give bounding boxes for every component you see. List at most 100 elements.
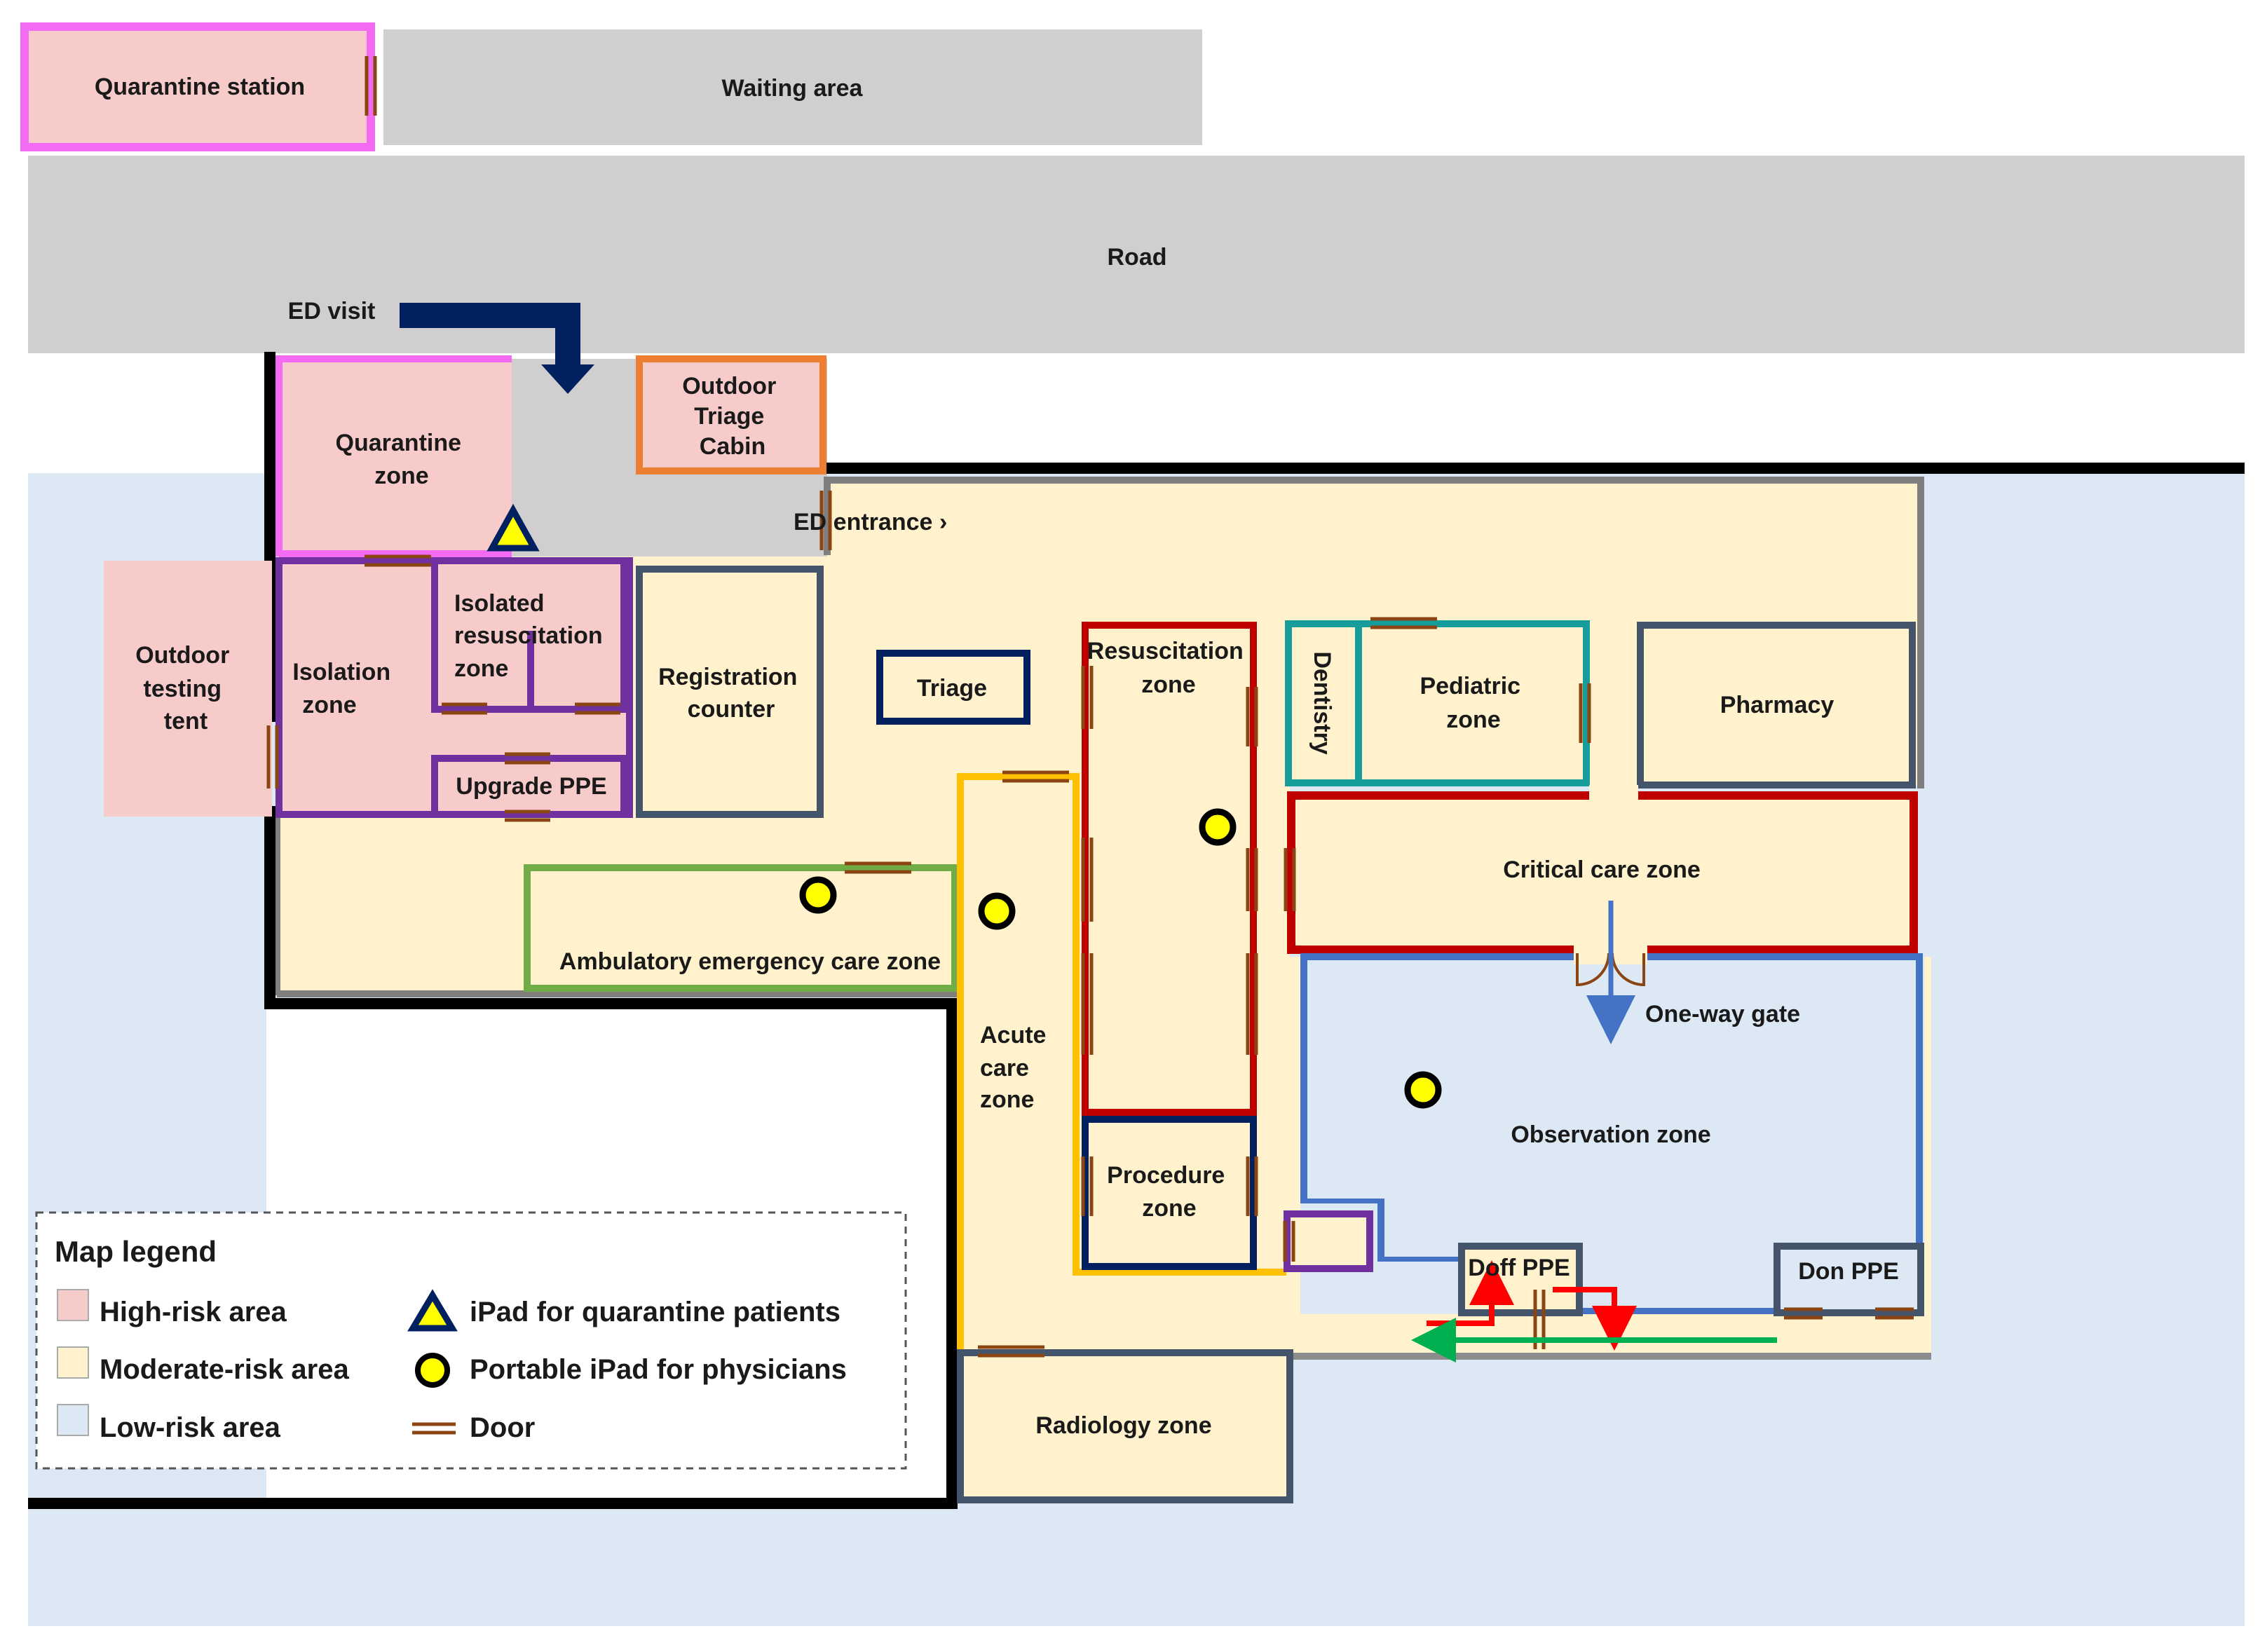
quarantine-station — [20, 22, 375, 151]
door[interactable] — [1246, 687, 1258, 746]
legend-frame — [35, 1211, 907, 1470]
door[interactable] — [505, 810, 550, 822]
quarantine-station-label: Quarantine station — [95, 74, 305, 100]
dentistry-label: Dentistry — [1309, 651, 1335, 754]
legend-ipad-quarantine-label: iPad for quarantine patients — [470, 1297, 840, 1327]
door[interactable] — [1284, 848, 1296, 911]
outdoor-triage-cabin — [636, 355, 826, 475]
critical-care-zone — [1287, 791, 1918, 954]
acute-care-zone-label: Acute care zone — [980, 1022, 1053, 1113]
ed-inner-wall — [824, 477, 1924, 789]
radiology-zone-label: Radiology zone — [1035, 1412, 1211, 1439]
door[interactable] — [1579, 683, 1591, 743]
door[interactable] — [1081, 838, 1094, 922]
road — [28, 156, 2245, 353]
small-purple-room — [1284, 1210, 1373, 1272]
ipad-quarantine-icon — [486, 503, 540, 552]
critical-care-zone-label: Critical care zone — [1503, 856, 1701, 883]
legend-title: Map legend — [55, 1235, 217, 1268]
ed-entrance-arrowhead: › — [939, 509, 947, 535]
registration-counter-label: Registration counter — [658, 664, 804, 723]
observation-zone-label: Observation zone — [1511, 1121, 1710, 1148]
legend-swatch-low-risk — [57, 1404, 89, 1436]
door[interactable] — [1081, 1156, 1094, 1216]
door[interactable] — [505, 752, 550, 765]
portable-ipad-icon — [1199, 808, 1237, 846]
door[interactable] — [442, 702, 487, 715]
outer-black-wall-lower — [28, 806, 958, 1509]
door[interactable] — [365, 554, 431, 567]
portable-ipad-icon — [799, 876, 837, 914]
pediatric-zone — [1355, 620, 1590, 786]
door[interactable] — [1002, 770, 1069, 783]
door[interactable] — [819, 491, 832, 550]
legend-circle-icon — [415, 1353, 450, 1388]
door[interactable] — [845, 861, 911, 874]
triage-box — [876, 650, 1030, 725]
legend-portable-ipad-label: Portable iPad for physicians — [470, 1354, 847, 1385]
door[interactable] — [1246, 1156, 1258, 1216]
isolation-zone-label: Isolation zone — [292, 659, 397, 718]
don-ppe-label: Don PPE — [1798, 1258, 1899, 1285]
door[interactable] — [1370, 617, 1437, 629]
legend-door-label: Door — [470, 1412, 535, 1443]
door[interactable] — [365, 56, 377, 116]
doff-ppe-label: Doff PPE — [1468, 1255, 1570, 1281]
radiology-zone — [957, 1349, 1293, 1503]
ed-visit-arrow — [400, 303, 594, 394]
door[interactable] — [266, 725, 279, 789]
one-way-gate[interactable] — [1574, 901, 1647, 1044]
legend-swatch-moderate-risk — [57, 1346, 89, 1379]
don-ppe-room — [1774, 1243, 1924, 1316]
map-legend: Map legend High-risk area Moderate-risk … — [35, 1211, 907, 1470]
upgrade-ppe-label: Upgrade PPE — [456, 773, 606, 800]
door[interactable] — [1246, 953, 1258, 1055]
door[interactable] — [1283, 1221, 1295, 1262]
portable-ipad-icon — [978, 892, 1016, 930]
ed-entrance-label: ED entrance — [794, 509, 932, 535]
ed-visit-label: ED visit — [288, 298, 376, 325]
pediatric-zone-label: Pediatric zone — [1420, 673, 1527, 733]
legend-door-icon — [412, 1422, 456, 1435]
outdoor-testing-tent-label: Outdoor testing tent — [135, 642, 236, 735]
road-label: Road — [1108, 244, 1167, 271]
acute-care-zone-border — [957, 773, 1286, 1353]
doors — [266, 56, 1914, 1358]
legend-moderate-risk-label: Moderate-risk area — [100, 1354, 349, 1385]
critical-care-gap — [1589, 785, 1638, 806]
upgrade-ppe-room — [431, 755, 627, 818]
waiting-area — [383, 29, 1202, 145]
registration-counter — [636, 566, 824, 818]
ambulatory-emergency-care-zone-label: Ambulatory emergency care zone — [559, 948, 941, 975]
procedure-zone — [1082, 1116, 1257, 1270]
door[interactable] — [1081, 953, 1094, 1055]
one-way-gate-label: One-way gate — [1645, 1001, 1800, 1028]
waiting-area-label: Waiting area — [722, 75, 864, 102]
pharmacy-label: Pharmacy — [1720, 692, 1834, 718]
door[interactable] — [575, 702, 620, 715]
resuscitation-zone — [1082, 622, 1257, 1116]
resuscitation-zone-label: Resuscitation zone — [1087, 638, 1250, 698]
door[interactable] — [1246, 848, 1258, 911]
legend-low-risk-label: Low-risk area — [100, 1412, 281, 1443]
quarantine-zone-label: Quarantine zone — [336, 430, 468, 489]
door[interactable] — [1081, 666, 1094, 729]
pharmacy — [1637, 622, 1916, 789]
portable-ipad-icon — [1404, 1071, 1442, 1109]
triage-label: Triage — [917, 675, 987, 702]
ambulatory-emergency-care-zone — [524, 864, 958, 992]
dentistry-room — [1285, 620, 1362, 786]
portable-ipad-icons — [799, 808, 1442, 1109]
door[interactable] — [1875, 1307, 1914, 1320]
quarantine-zone — [279, 359, 512, 557]
procedure-zone-label: Procedure zone — [1107, 1162, 1232, 1222]
legend-triangle-icon — [407, 1289, 458, 1332]
legend-swatch-high-risk — [57, 1289, 89, 1321]
quarantine-zone-border — [275, 355, 512, 557]
door[interactable] — [978, 1345, 1044, 1358]
door[interactable] — [1784, 1307, 1823, 1320]
isolated-resuscitation-zone-label: Isolated resuscitation zone — [454, 590, 609, 682]
outdoor-triage-cabin-label: Outdoor Triage Cabin — [682, 373, 783, 460]
legend-high-risk-label: High-risk area — [100, 1297, 287, 1327]
